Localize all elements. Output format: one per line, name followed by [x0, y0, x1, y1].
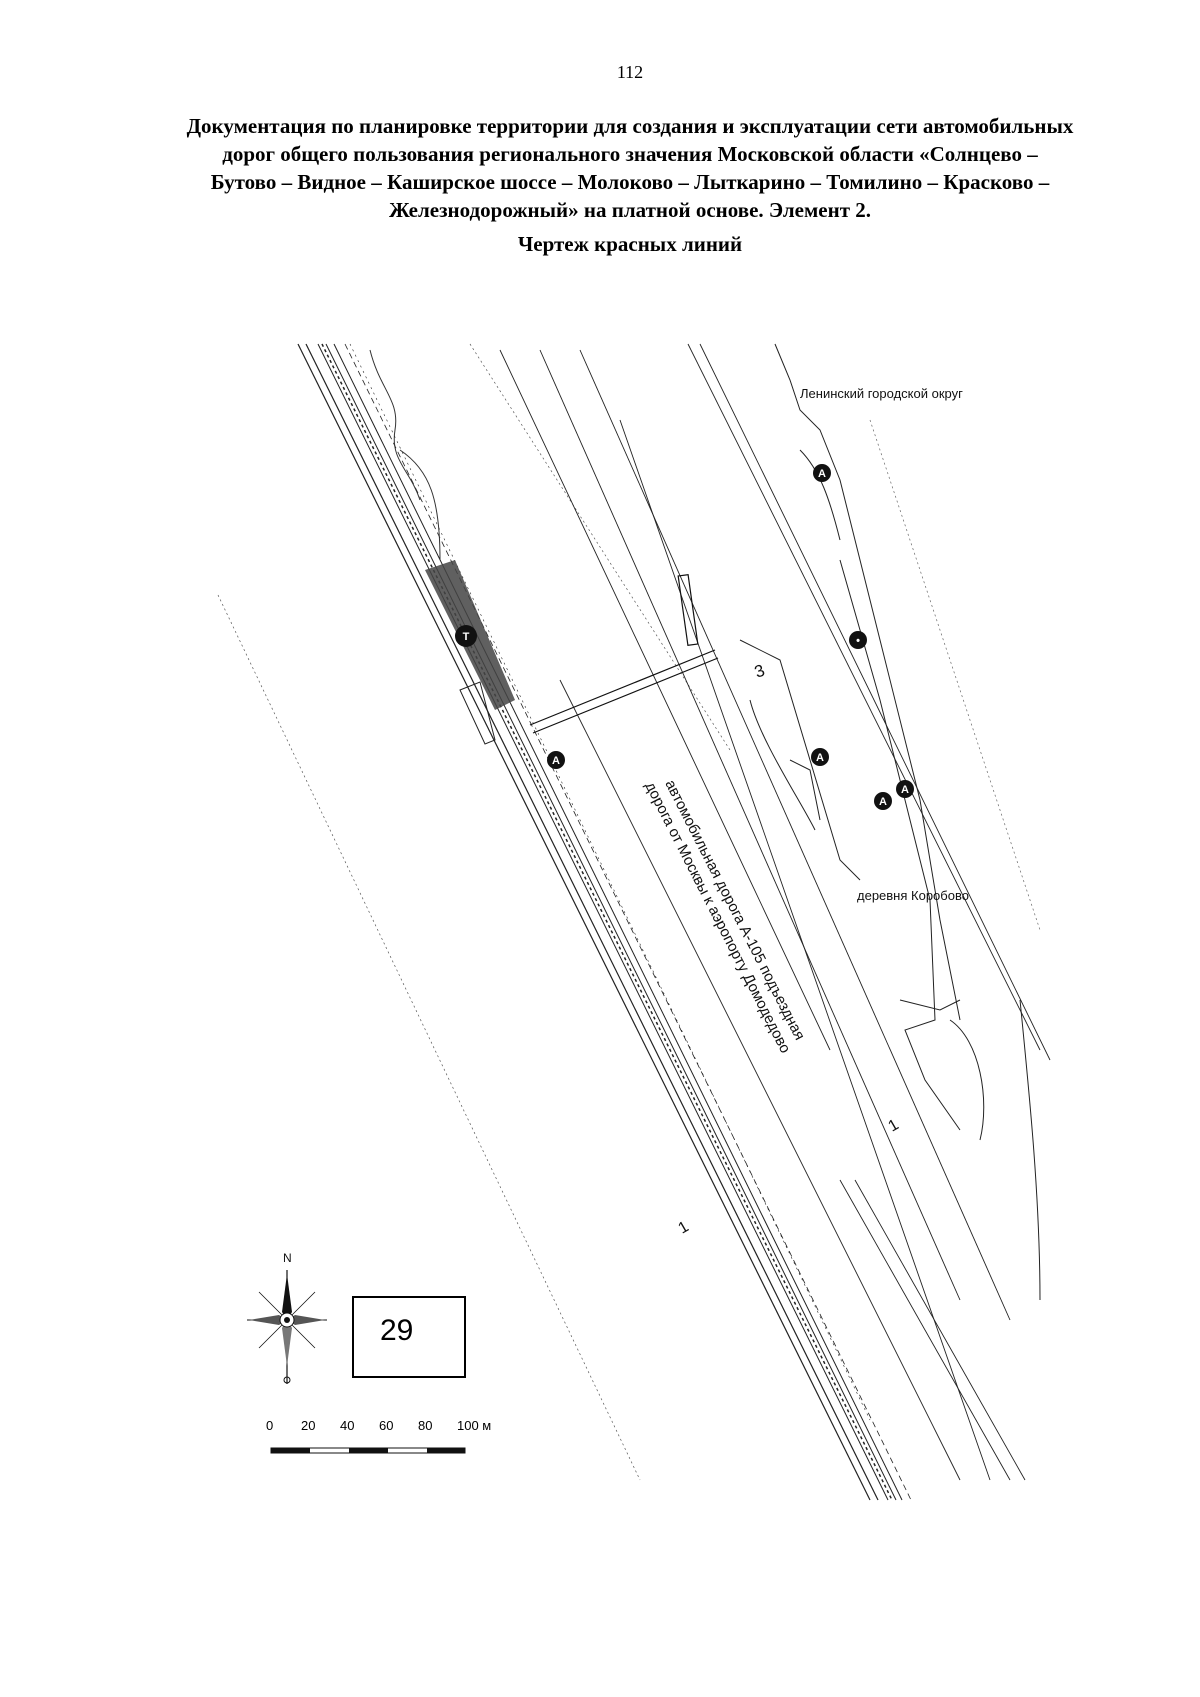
label-district: Ленинский городской округ: [800, 386, 963, 401]
scale-label: 0: [266, 1418, 274, 1433]
label-village: деревня Коробово: [857, 888, 969, 903]
highway-a105: [499, 343, 1051, 1481]
page-number: 112: [616, 62, 644, 82]
overpass: [529, 573, 719, 734]
svg-text:А: А: [816, 752, 824, 764]
label-road-line1: автомобильная дорога А-105 подъездная: [661, 777, 808, 1043]
svg-text:А: А: [901, 784, 909, 796]
scale-label: 60: [379, 1418, 394, 1433]
ramp-curve: [399, 449, 441, 561]
marker-a-top: А: [813, 464, 831, 482]
marker-a-right-1: А: [874, 792, 892, 810]
scale-label: 80: [418, 1418, 433, 1433]
ramp-curve: [369, 349, 421, 501]
drawing-title: Чертеж красных линий: [517, 232, 743, 256]
label-road-line2: дорога от Москвы к аэропорту Домодедово: [641, 779, 793, 1056]
platform-edge: [459, 681, 496, 745]
village-area: [774, 343, 1041, 1301]
svg-text:А: А: [818, 468, 826, 480]
label-zone-3: 3: [752, 661, 767, 682]
label-zone-1-right: 1: [886, 1116, 902, 1135]
compass-rose: N: [247, 1251, 327, 1384]
sheet-number-box: 29: [352, 1296, 466, 1378]
title-line: Железнодорожный» на платной основе. Элем…: [388, 198, 872, 222]
marker-a-middle: А: [811, 748, 829, 766]
title-line: Документация по планировке территории дл…: [186, 114, 1074, 138]
scale-label: 20: [301, 1418, 316, 1433]
document-title: Документация по планировке территории дл…: [110, 112, 1150, 224]
scale-bar: [270, 1447, 466, 1454]
marker-dot: •: [849, 631, 867, 649]
title-line: Бутово – Видное – Каширское шоссе – Моло…: [210, 170, 1050, 194]
boundary-line-right: [869, 419, 1041, 931]
svg-text:А: А: [879, 796, 887, 808]
svg-text:А: А: [552, 755, 560, 767]
map-markers: А Т А А А А •: [455, 464, 914, 810]
svg-text:•: •: [856, 635, 860, 647]
marker-a-right-2: А: [896, 780, 914, 798]
scale-label: 40: [340, 1418, 355, 1433]
sheet-number: 29: [380, 1314, 414, 1347]
label-zone-1-left: 1: [676, 1218, 692, 1237]
marker-a-left: А: [547, 751, 565, 769]
marker-t: Т: [455, 625, 477, 647]
building-outline: [739, 639, 861, 881]
compass-north-label: N: [283, 1251, 292, 1265]
title-line: дорог общего пользования регионального з…: [222, 142, 1038, 166]
railway-corridor: [297, 343, 912, 1501]
svg-text:Т: Т: [463, 631, 470, 643]
scale-label: 100 м: [457, 1418, 492, 1433]
